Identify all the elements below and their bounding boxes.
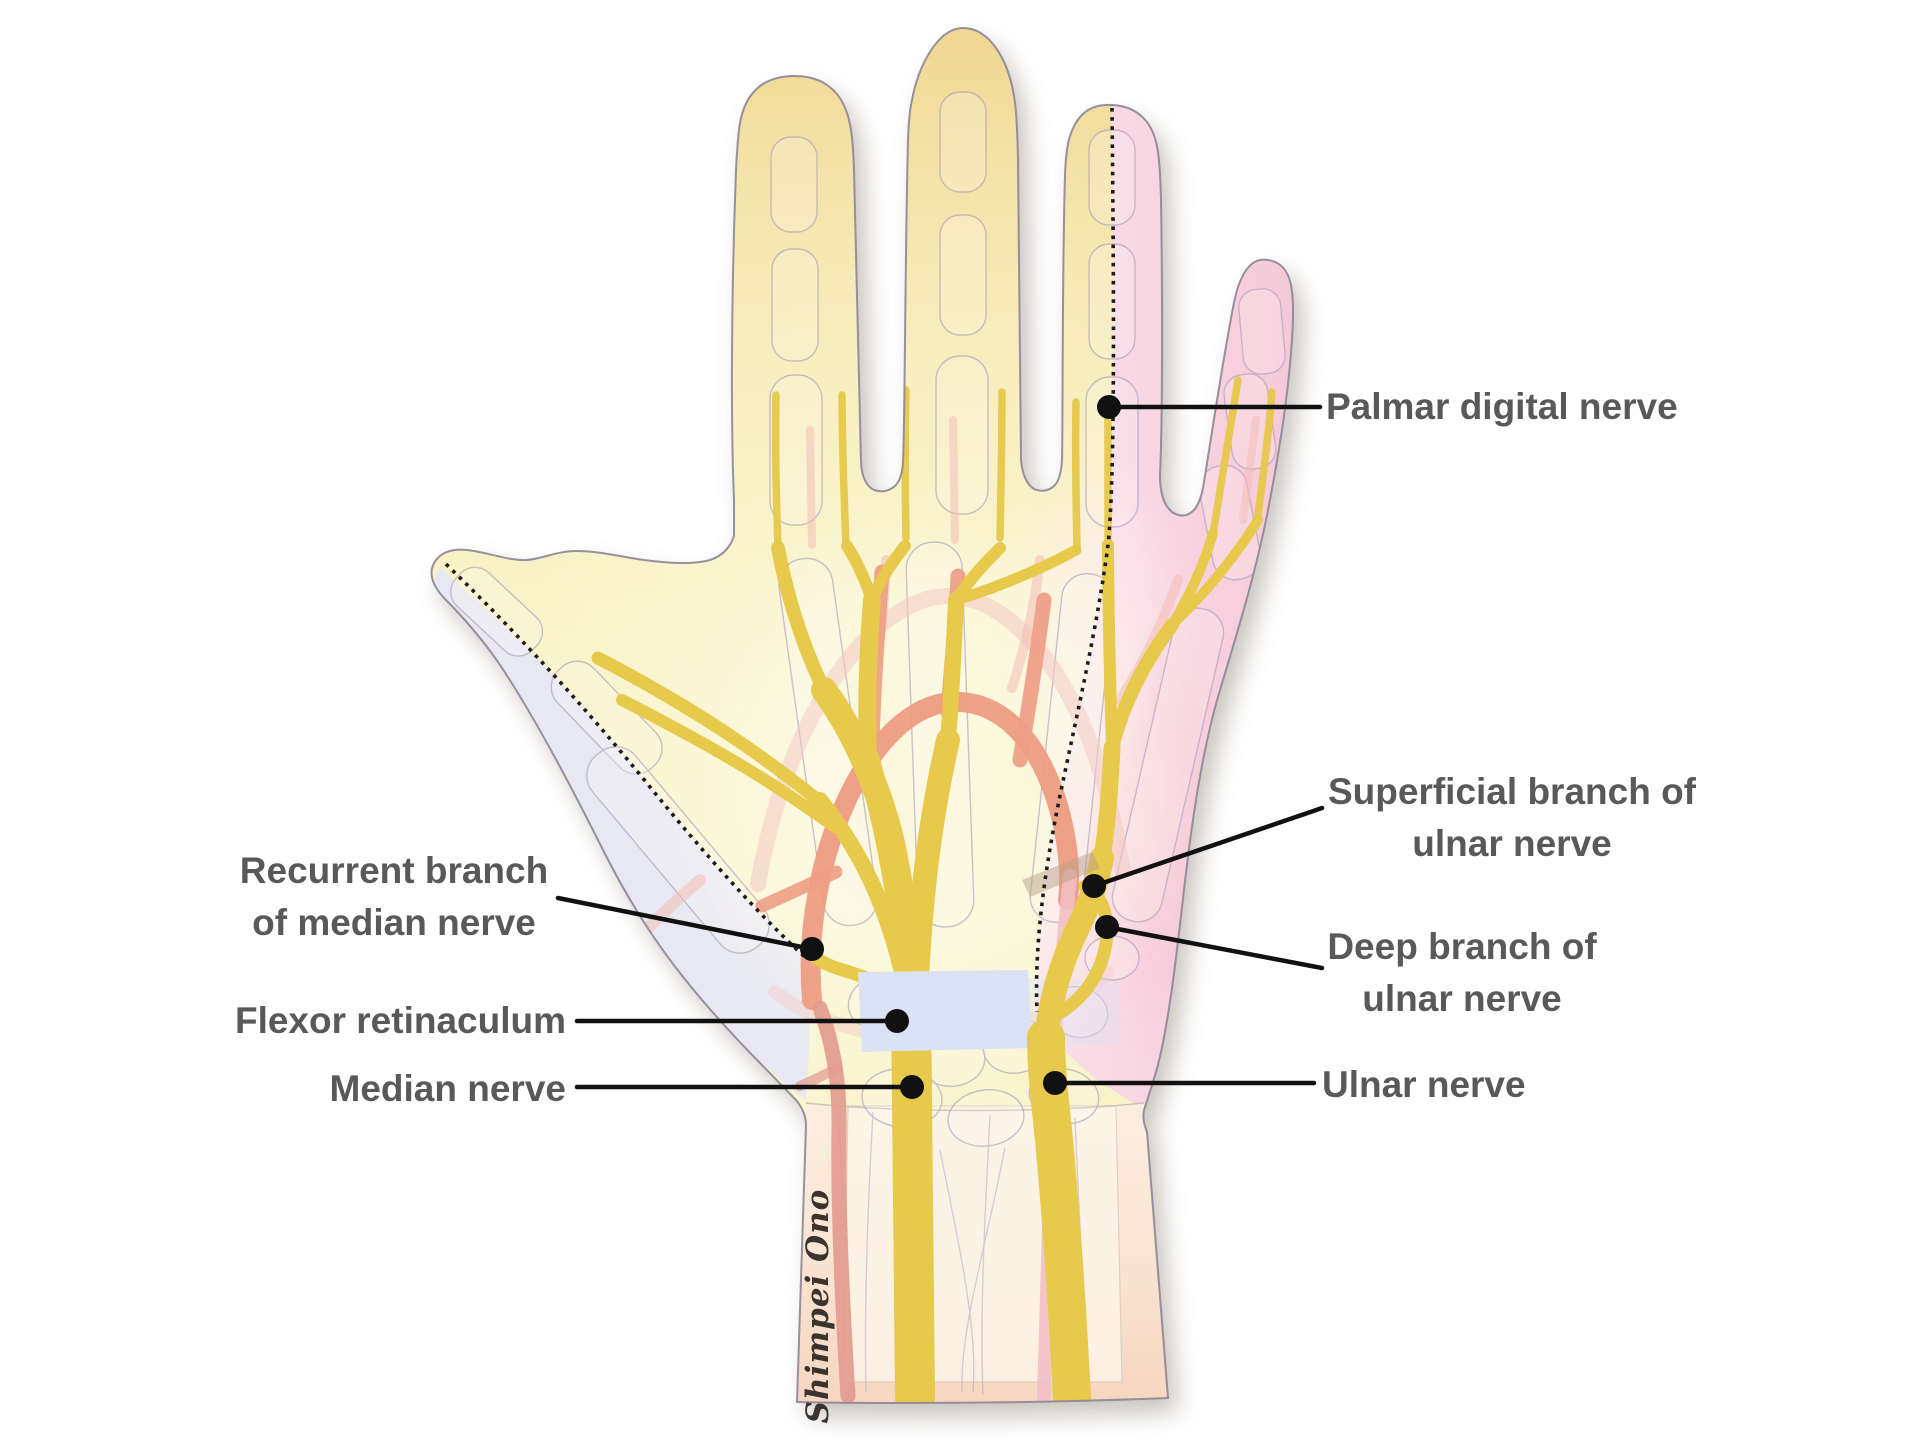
radial-territory	[434, 568, 810, 1100]
hand-outline	[430, 26, 1294, 1404]
callout-line-superficial-branch	[1091, 805, 1325, 889]
callout-line-recurrent-branch	[555, 895, 815, 952]
flexor-retinaculum-shape	[858, 970, 1032, 1052]
callouts	[555, 395, 1325, 1099]
callout-dot-ulnar-nerve	[1043, 1071, 1067, 1095]
callout-dot-palmar-digital	[1097, 395, 1121, 419]
ulnar-nerve-trunk	[1027, 1019, 1091, 1403]
superficial-ulnar-branch-graphic	[1093, 739, 1121, 867]
label-deep-branch: Deep branch of ulnar nerve	[1327, 926, 1597, 1019]
callout-dot-recurrent-branch	[800, 937, 824, 961]
digital-nerve-strands	[771, 376, 1276, 552]
artist-signature: Shimpei Ono	[800, 1188, 836, 1424]
callout-dot-superficial-branch	[1082, 874, 1106, 898]
label-ulnar-nerve: Ulnar nerve	[1322, 1064, 1526, 1105]
ligament-band	[1022, 852, 1100, 897]
thumb-border-dotted	[444, 562, 808, 960]
median-nerve-trunk	[891, 980, 935, 1403]
ulnar-median-border-dotted	[1034, 107, 1116, 1013]
deep-ulnar-branch-graphic	[1043, 879, 1114, 1025]
radial-artery	[812, 1000, 856, 1403]
callout-line-deep-branch	[1104, 924, 1325, 971]
deep-palmar-arch-artery	[750, 587, 1130, 892]
territory-dotted-lines	[444, 107, 1116, 1013]
callout-dot-deep-branch	[1095, 915, 1119, 939]
label-palmar-digital-nerve: Palmar digital nerve	[1326, 386, 1678, 427]
label-superficial-branch: Superficial branch of ulnar nerve	[1327, 771, 1697, 864]
label-median-nerve: Median nerve	[329, 1068, 566, 1109]
callout-dot-flexor-retinaculum	[885, 1009, 909, 1033]
thumb-digital-branches	[812, 792, 914, 998]
callout-dot-median-nerve	[900, 1075, 924, 1099]
label-recurrent-branch: Recurrent branch of median nerve	[239, 850, 549, 943]
median-nerve-graphic	[591, 540, 1082, 1403]
label-flexor-retinaculum: Flexor retinaculum	[234, 1000, 566, 1041]
